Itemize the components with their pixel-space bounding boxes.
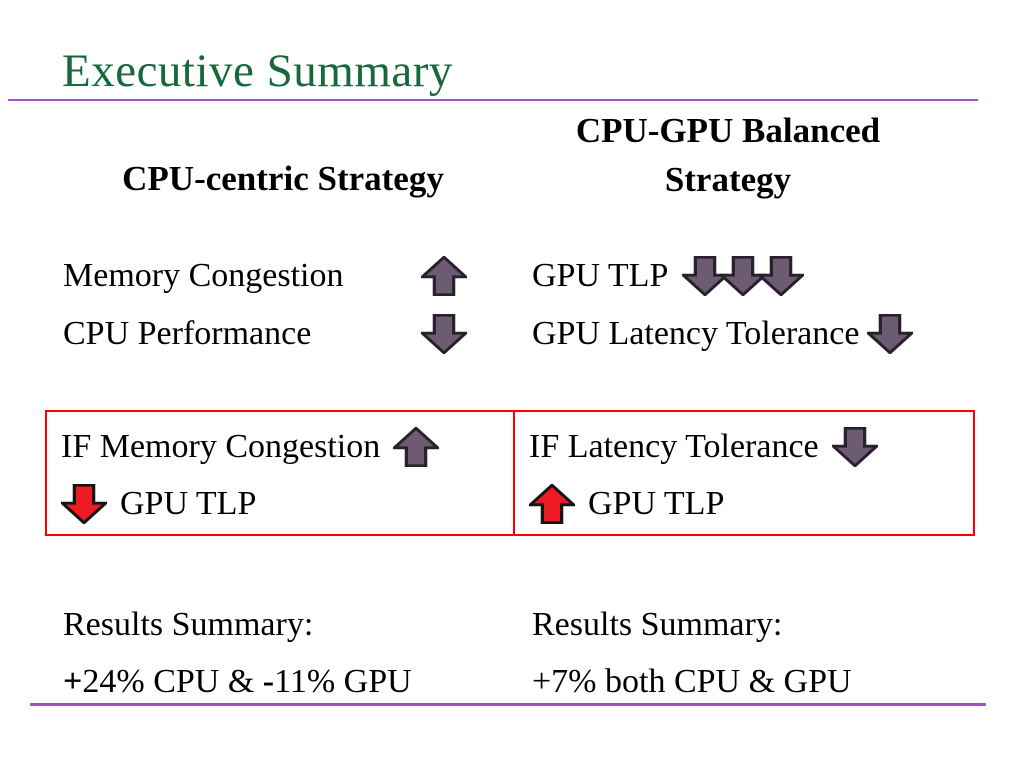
down-arrow-icon bbox=[758, 256, 805, 296]
if-condition-text: IF Latency Tolerance bbox=[529, 427, 819, 465]
row-label: GPU TLP bbox=[532, 257, 669, 294]
minus-sign: - bbox=[262, 663, 275, 700]
plus-sign: + bbox=[63, 663, 83, 700]
right-heading-line2: Strategy bbox=[664, 160, 792, 199]
if-box-right-cell: IF Latency Tolerance GPU TLP bbox=[515, 412, 973, 534]
down-arrow-icon bbox=[831, 426, 878, 467]
up-arrow-icon bbox=[529, 483, 575, 524]
results-value: +24% CPU & -11% GPU bbox=[63, 653, 412, 710]
up-arrow-icon bbox=[421, 256, 467, 296]
row-label: GPU Latency Tolerance bbox=[532, 315, 860, 352]
triple-down-arrow-cluster bbox=[682, 256, 805, 296]
results-label: Results Summary: bbox=[63, 606, 314, 643]
row-label: Memory Congestion bbox=[63, 257, 344, 294]
results-label: Results Summary: bbox=[532, 606, 783, 643]
left-column-heading: CPU-centric Strategy bbox=[122, 159, 444, 198]
left-results: Results Summary: +24% CPU & -11% GPU bbox=[63, 596, 412, 710]
if-condition-line: IF Latency Tolerance bbox=[529, 418, 967, 475]
row-gpu-tlp: GPU TLP bbox=[532, 248, 805, 304]
if-condition-text: IF Memory Congestion bbox=[61, 427, 381, 465]
if-box-left-cell: IF Memory Congestion GPU TLP bbox=[47, 412, 515, 534]
if-effect-line: GPU TLP bbox=[61, 475, 507, 532]
up-arrow-icon bbox=[393, 426, 440, 467]
if-comparison-box: IF Memory Congestion GPU TLP IF Latency … bbox=[45, 410, 975, 536]
results-text: 11% GPU bbox=[274, 663, 412, 700]
if-condition-line: IF Memory Congestion bbox=[61, 418, 507, 475]
page-title: Executive Summary bbox=[62, 45, 453, 97]
right-heading-line1: CPU-GPU Balanced bbox=[575, 111, 881, 150]
row-label: CPU Performance bbox=[63, 315, 312, 352]
down-arrow-icon bbox=[421, 314, 467, 354]
right-results: Results Summary: +7% both CPU & GPU bbox=[532, 596, 852, 710]
right-column-heading: CPU-GPU Balanced Strategy bbox=[528, 106, 928, 204]
if-effect-line: GPU TLP bbox=[529, 475, 967, 532]
row-cpu-performance: CPU Performance bbox=[63, 306, 467, 362]
row-gpu-latency-tolerance: GPU Latency Tolerance bbox=[532, 306, 914, 362]
if-effect-text: GPU TLP bbox=[588, 484, 725, 522]
bottom-divider bbox=[30, 703, 986, 706]
results-value: +7% both CPU & GPU bbox=[532, 663, 852, 700]
row-memory-congestion: Memory Congestion bbox=[63, 248, 467, 304]
results-text: 24% CPU & bbox=[82, 663, 263, 700]
down-arrow-icon bbox=[867, 314, 914, 354]
if-effect-text: GPU TLP bbox=[120, 484, 257, 522]
down-arrow-icon bbox=[61, 483, 107, 524]
top-divider bbox=[8, 99, 978, 101]
